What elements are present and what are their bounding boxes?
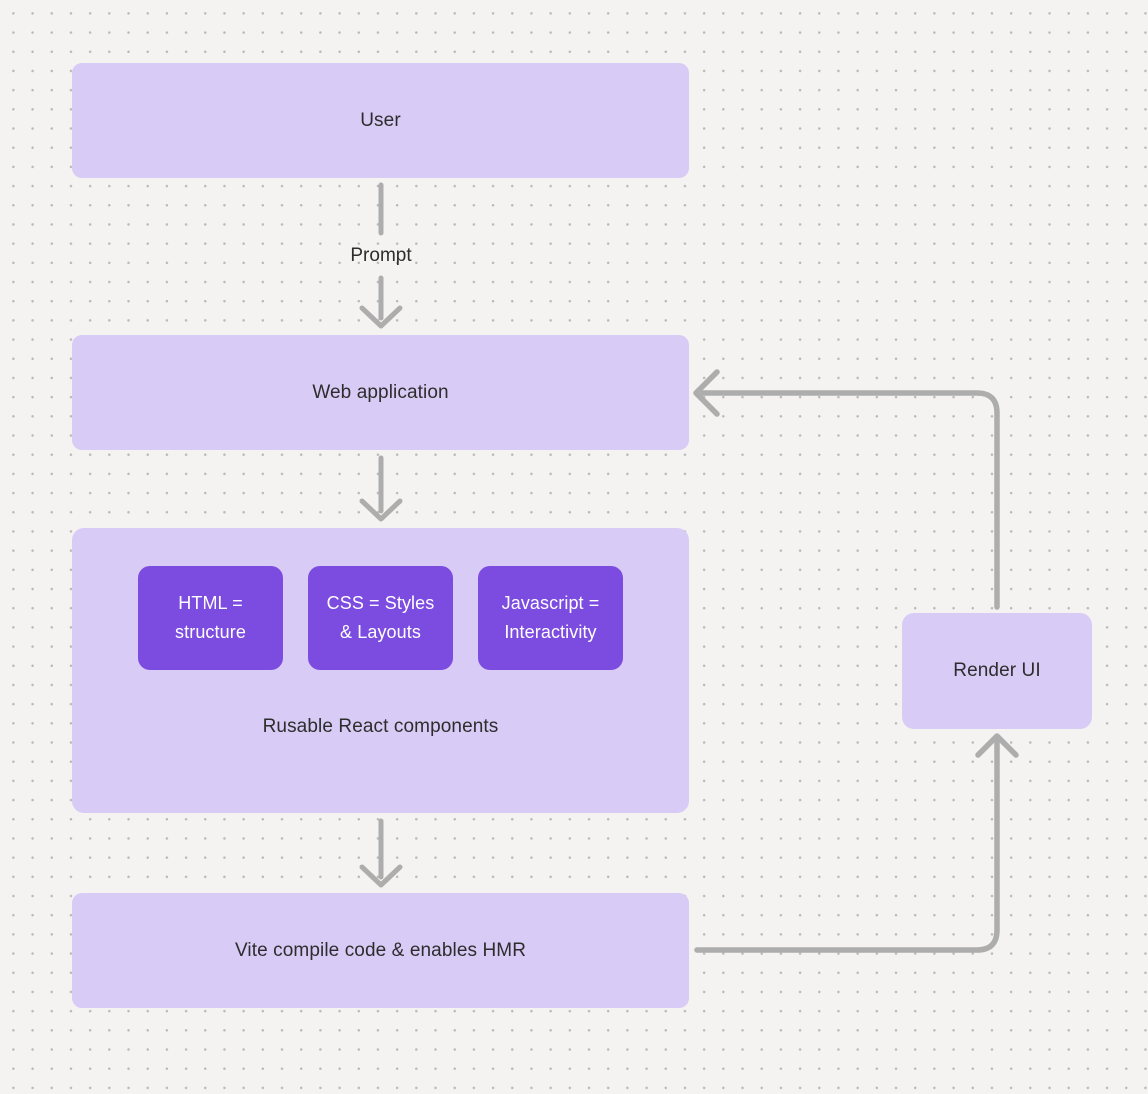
- chip-html: HTML = structure: [138, 566, 283, 670]
- node-vite-label: Vite compile code & enables HMR: [234, 939, 527, 961]
- connector-render-ui-to-web: [700, 390, 1000, 610]
- chip-css: CSS = Styles & Layouts: [308, 566, 453, 670]
- node-render-ui-label: Render UI: [953, 660, 1041, 681]
- node-web-application-label: Web application: [312, 381, 449, 403]
- connector-vite-to-render-ui: [694, 738, 1000, 953]
- chip-javascript-label: Javascript = Interactivity: [501, 593, 600, 642]
- chip-javascript: Javascript = Interactivity: [478, 566, 623, 670]
- node-user: User: [72, 63, 689, 178]
- node-user-label: User: [360, 109, 401, 131]
- chip-css-label: CSS = Styles & Layouts: [326, 593, 435, 642]
- chip-html-label: HTML = structure: [175, 593, 246, 642]
- node-components-container: HTML = structure CSS = Styles & Layouts …: [72, 528, 689, 813]
- node-web-application: Web application: [72, 335, 689, 450]
- arrow-up-icon: [975, 733, 1019, 758]
- arrow-down-icon: [359, 498, 403, 522]
- node-vite: Vite compile code & enables HMR: [72, 893, 689, 1008]
- node-render-ui: Render UI: [902, 613, 1092, 729]
- arrow-left-icon: [693, 369, 720, 417]
- edge-label-prompt: Prompt: [350, 245, 412, 266]
- arrow-down-icon: [359, 864, 403, 888]
- components-container-label: Rusable React components: [262, 716, 499, 737]
- arrow-down-icon: [359, 305, 403, 329]
